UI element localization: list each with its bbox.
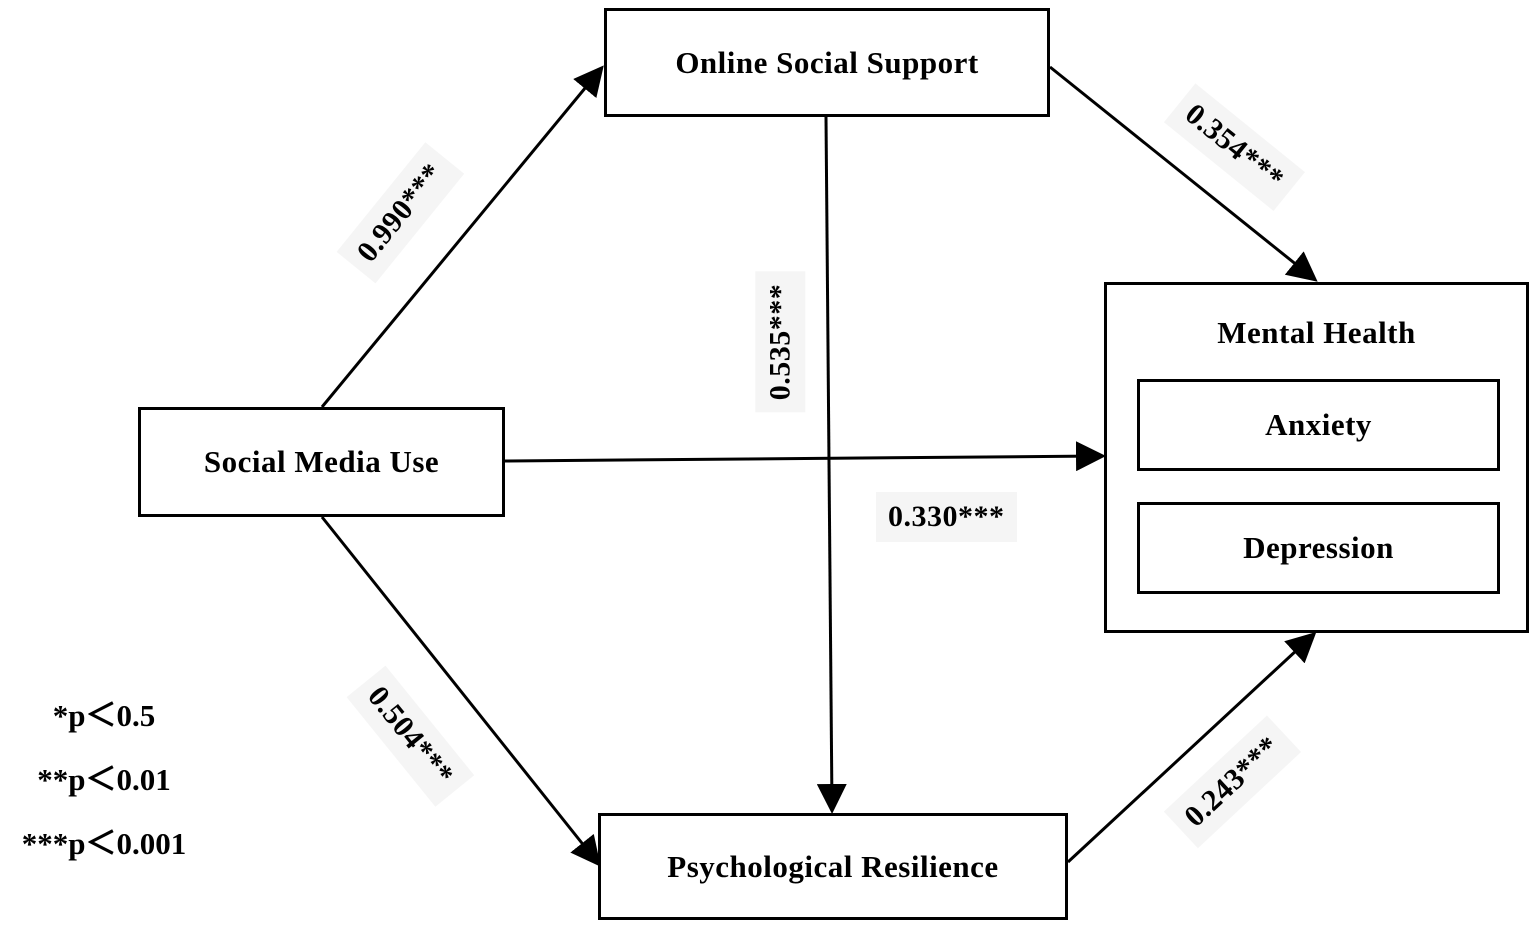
node-psychological-resilience: Psychological Resilience xyxy=(598,813,1068,920)
legend-item: *p＜0.5 xyxy=(52,698,156,733)
node-anxiety: Anxiety xyxy=(1137,379,1500,471)
coef-smu-to-mh: 0.330*** xyxy=(876,492,1017,542)
arrow-smu-to-pr xyxy=(320,516,601,867)
node-social-media-use: Social Media Use xyxy=(138,407,505,517)
legend-item: **p＜0.01 xyxy=(37,762,171,797)
node-online-social-support-label: Online Social Support xyxy=(675,44,979,80)
node-online-social-support: Online Social Support xyxy=(604,8,1050,117)
significance-legend: *p＜0.5 **p＜0.01 ***p＜0.001 xyxy=(4,690,204,882)
arrow-oss-to-pr xyxy=(816,116,847,814)
arrow-pr-to-mh xyxy=(1066,631,1317,864)
node-depression: Depression xyxy=(1137,502,1500,594)
node-social-media-use-label: Social Media Use xyxy=(203,444,440,479)
arrow-smu-to-oss xyxy=(320,65,604,408)
coef-oss-to-pr: 0.535*** xyxy=(755,271,806,413)
arrow-oss-to-mh xyxy=(1049,65,1318,282)
node-depression-label: Depression xyxy=(1243,530,1394,565)
node-mental-health: Mental Health Anxiety Depression xyxy=(1104,282,1529,633)
arrow-smu-to-mh xyxy=(504,441,1106,472)
node-psychological-resilience-label: Psychological Resilience xyxy=(667,848,999,884)
node-anxiety-label: Anxiety xyxy=(1265,407,1372,442)
node-mental-health-title: Mental Health xyxy=(1217,315,1416,350)
legend-item: ***p＜0.001 xyxy=(21,826,187,861)
